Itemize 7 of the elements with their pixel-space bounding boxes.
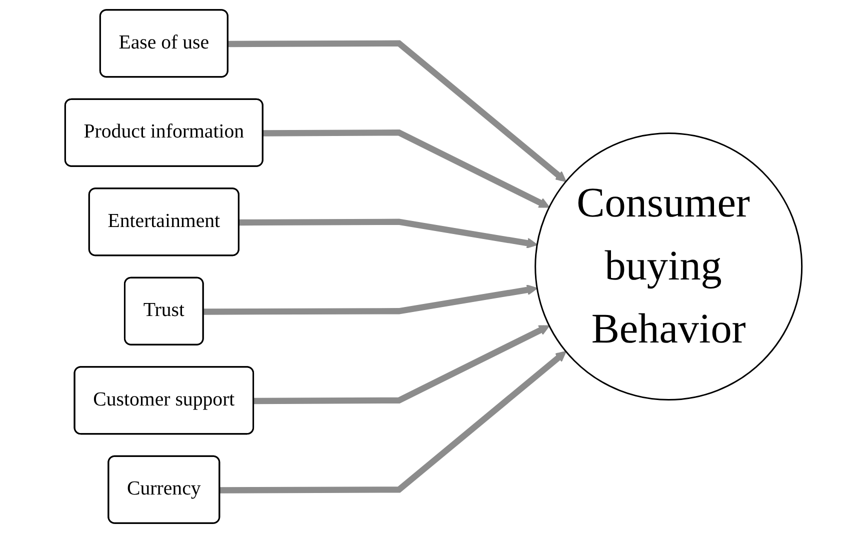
arrow bbox=[204, 284, 538, 315]
node-circle: Consumer buying Behavior bbox=[534, 132, 803, 400]
arrow bbox=[263, 130, 550, 208]
arrow bbox=[228, 40, 566, 182]
arrow bbox=[254, 325, 550, 404]
arrow bbox=[239, 218, 538, 248]
arrow bbox=[220, 350, 566, 494]
